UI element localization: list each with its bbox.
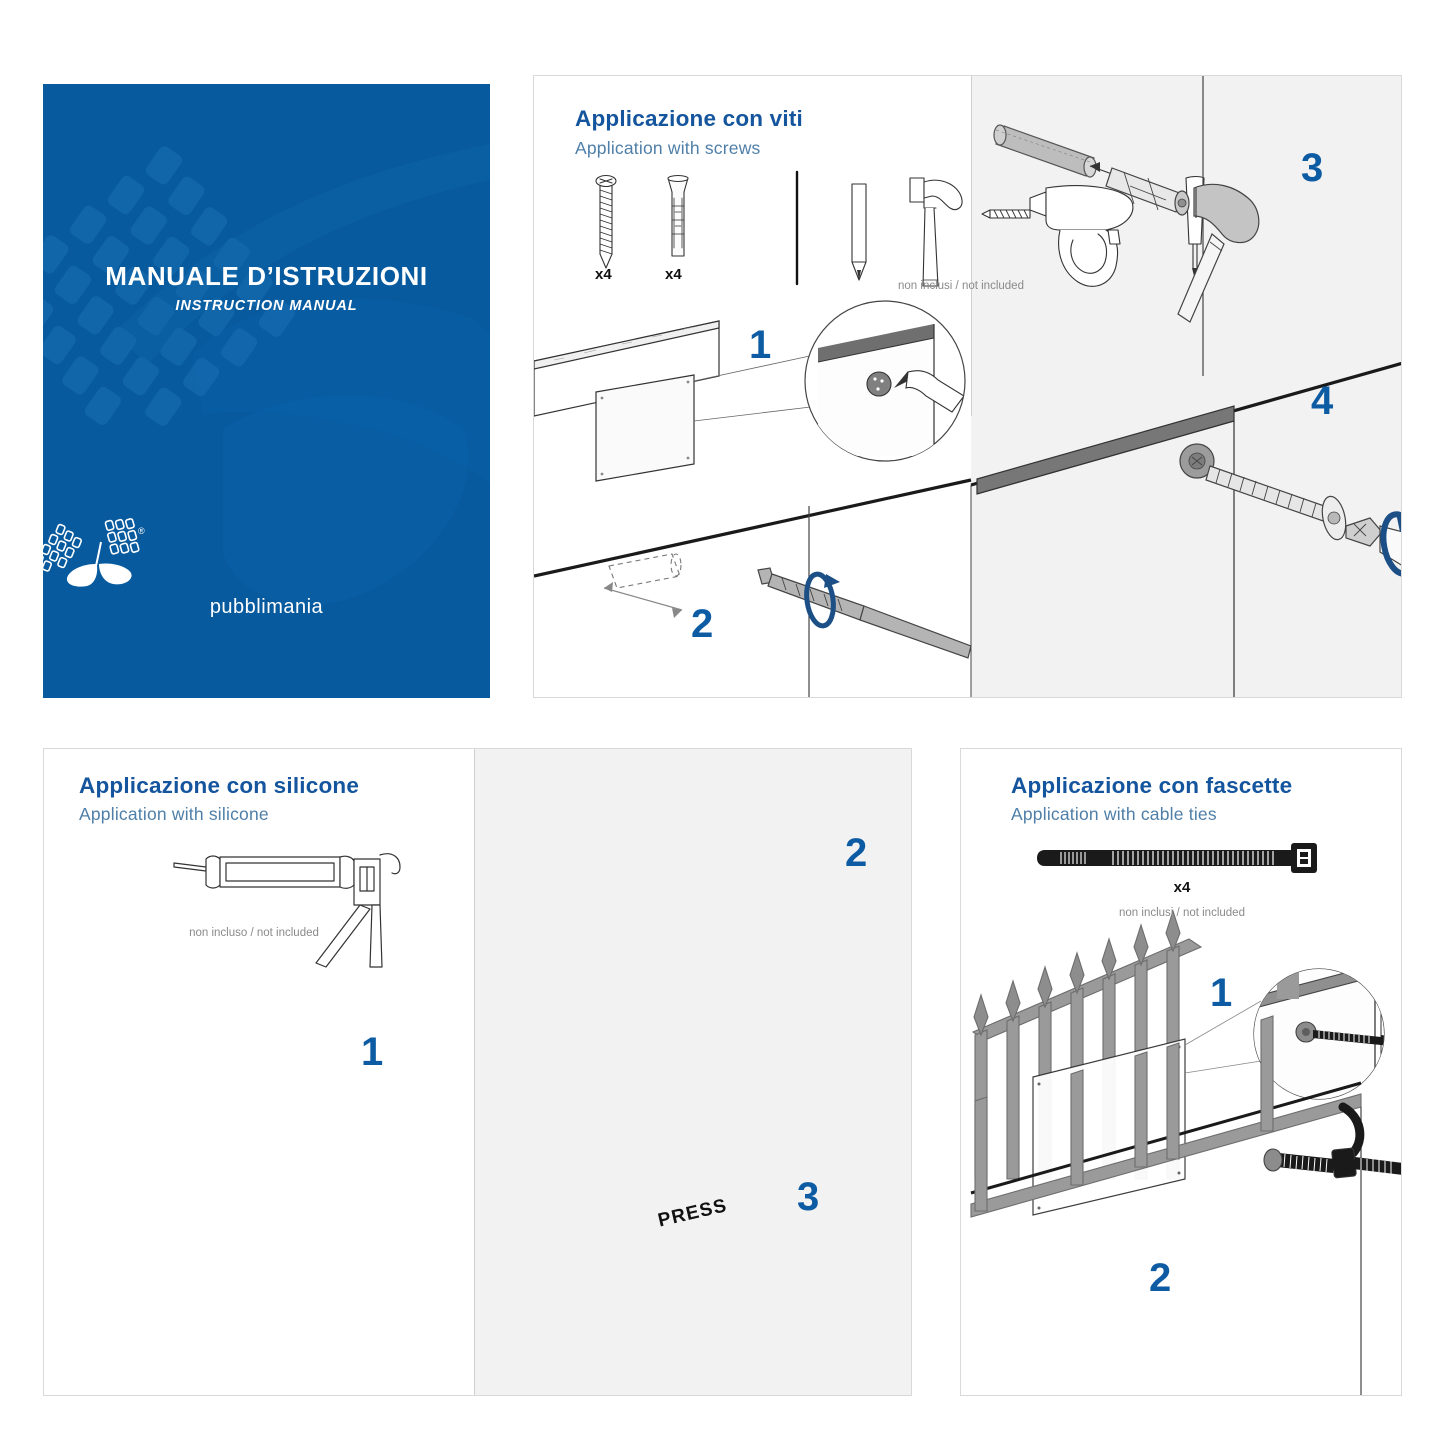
step-number-2: 2 [691, 602, 714, 646]
scene-step-1 [534, 300, 966, 482]
step-number-2: 2 [845, 831, 868, 875]
panel-title-english: Application with silicone [79, 804, 269, 824]
cable-ties-illustrations [970, 843, 1401, 1395]
cover-page: MANUALE D’ISTRUZIONI INSTRUCTION MANUAL [43, 84, 490, 698]
caulking-gun-icon [173, 853, 401, 968]
cable-tie-quantity: x4 [1173, 879, 1191, 896]
silicone-illustrations [173, 853, 401, 968]
screw-icon [595, 174, 617, 269]
screws-not-included-note: non inclusi / not included [898, 280, 1024, 292]
panel-title-italian: Applicazione con silicone [79, 773, 360, 798]
panel-title-english: Application with cable ties [1011, 804, 1217, 824]
pencil-icon [851, 183, 867, 281]
registered-mark: ® [138, 526, 145, 536]
hammer-icon [909, 177, 963, 287]
screws-illustrations [534, 76, 1401, 697]
scene-divider-vertical [474, 749, 475, 1395]
cover-background-pattern [43, 84, 490, 698]
panel-application-with-silicone: Applicazione con silicone Application wi… [43, 748, 912, 1396]
wall-plug-quantity: x4 [665, 266, 682, 283]
screw-quantity: x4 [595, 266, 612, 283]
cable-ties-not-included-note: non inclusi / not included [1119, 907, 1245, 919]
scene-background-right [474, 749, 911, 1395]
panel-title-english: Application with screws [575, 138, 761, 158]
scene-step-4 [970, 405, 1401, 697]
panel-title-italian: Applicazione con fascette [1011, 773, 1293, 798]
cover-subtitle: INSTRUCTION MANUAL [175, 298, 358, 314]
butterfly-logo-icon: ® [43, 518, 145, 587]
scene-divider-vertical [971, 76, 972, 416]
step-number-1: 1 [1210, 971, 1233, 1015]
step-number-4: 4 [1311, 379, 1334, 423]
brand-name: pubblimania [209, 596, 324, 618]
step-number-3: 3 [1301, 146, 1324, 190]
brand-logo: ® pubblimania [43, 516, 490, 619]
cable-tie-icon [1037, 843, 1317, 873]
cover-title: MANUALE D’ISTRUZIONI [105, 261, 428, 291]
step-number-1: 1 [361, 1030, 384, 1074]
silicone-not-included-note: non incluso / not included [189, 927, 319, 939]
panel-application-with-screws: Applicazione con viti Application with s… [533, 75, 1402, 698]
butterfly-watermark [43, 144, 490, 606]
scene-step-3 [993, 76, 1260, 376]
scene-step-2 [603, 506, 972, 697]
step-number-1: 1 [749, 323, 772, 367]
drill-bit-icon [981, 209, 1031, 219]
scene-step-2 [970, 1015, 1401, 1395]
step-number-2: 2 [1149, 1256, 1172, 1300]
panel-application-with-cable-ties: Applicazione con fascette Application wi… [960, 748, 1402, 1396]
drill-icon [1029, 185, 1134, 287]
panel-title-italian: Applicazione con viti [575, 106, 803, 131]
wall-plug-icon [667, 174, 689, 257]
step-number-3: 3 [797, 1175, 820, 1219]
scene-step-1 [971, 909, 1385, 1216]
